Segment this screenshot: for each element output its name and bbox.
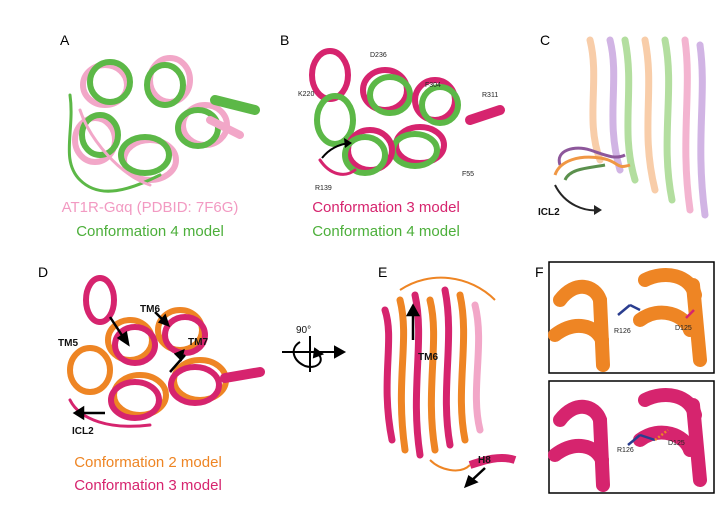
panel-b-res-f55: F55 [462,171,474,178]
panel-e-label: E [378,264,387,280]
panel-d-label: D [38,264,48,280]
panel-c-label: C [540,32,550,48]
panel-f-top-box [548,261,715,374]
panel-f-label: F [535,264,544,280]
panel-d-tm6: TM6 [140,304,160,315]
panel-f-res-r126-bottom: R126 [617,447,634,454]
panel-f-res-r126-top: R126 [614,328,631,335]
panel-d-legend-2: Conformation 3 model [74,477,222,494]
panel-b-res-r311: R311 [482,92,498,99]
panel-f-res-d125-bottom: D125 [668,440,685,447]
panel-d-tm7: TM7 [188,337,208,348]
panel-d-structure [67,275,265,428]
panel-a-label: A [60,32,70,48]
panel-d-icl2: ICL2 [72,426,94,437]
panel-b-legend-2: Conformation 4 model [312,223,460,240]
panel-b-res-f304: F304 [425,82,441,89]
panel-d-tm5: TM5 [58,338,78,349]
panel-e-structure [381,276,517,489]
panel-a-legend-1: AT1R-Gαq (PDBID: 7F6G) [62,199,239,216]
panel-f-bottom-box [548,380,715,494]
panel-b-res-r139: R139 [315,185,332,192]
panel-a-structure [67,55,260,193]
panel-c-structure [553,36,709,219]
panel-b-structure [309,48,505,176]
panel-b-res-d236: D236 [370,52,387,59]
rotation-arrow-icon [282,336,347,372]
panel-f-res-d125-top: D125 [675,325,692,332]
panel-b-legend-1: Conformation 3 model [312,199,460,216]
panel-e-tm6: TM6 [418,352,438,363]
rotation-label: 90° [296,325,311,336]
panel-b-res-k220: K220 [298,91,314,98]
panel-e-h8: H8 [478,455,491,466]
panel-b-label: B [280,32,289,48]
panel-a-legend-2: Conformation 4 model [76,223,224,240]
panel-c-icl2: ICL2 [538,207,560,218]
panel-d-legend-1: Conformation 2 model [74,454,222,471]
